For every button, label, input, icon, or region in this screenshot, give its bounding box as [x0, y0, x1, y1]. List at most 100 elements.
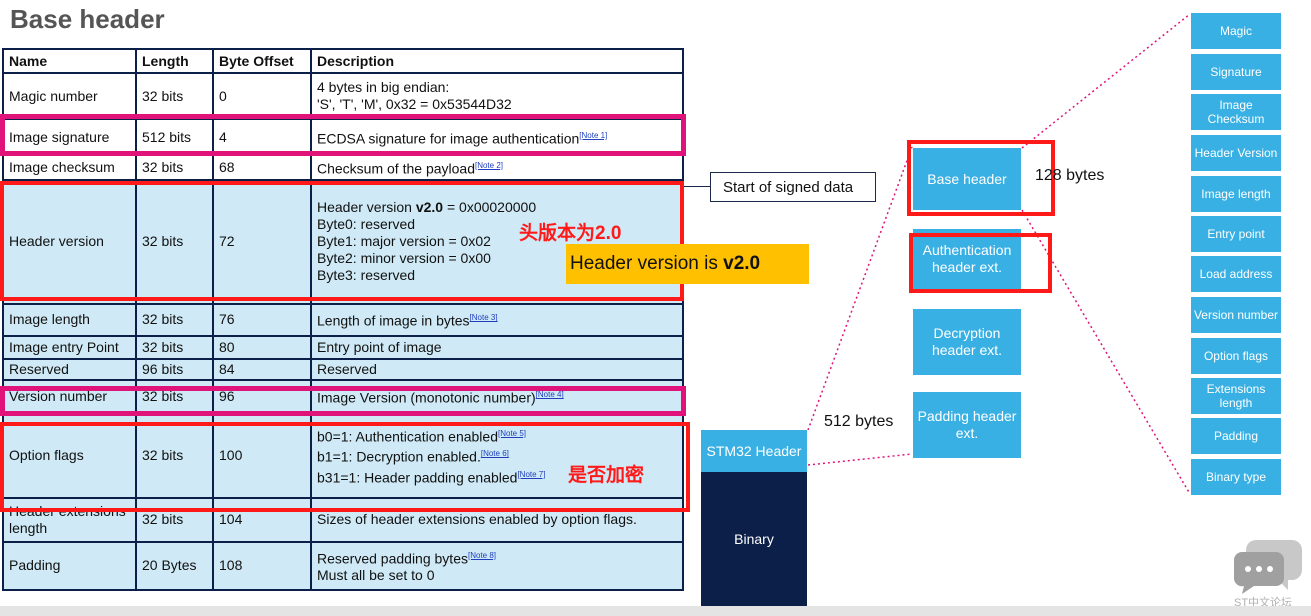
binary-block: Binary — [701, 472, 807, 606]
highlight-base-header-block — [907, 140, 1055, 216]
field-block: Version number — [1191, 297, 1281, 333]
field-block: Binary type — [1191, 459, 1281, 495]
field-block: Load address — [1191, 256, 1281, 292]
table-row: Magic number 32 bits 0 4 bytes in big en… — [2, 72, 684, 120]
field-block: Magic — [1191, 13, 1281, 49]
note-link[interactable]: [Note 7] — [517, 469, 546, 479]
desc-line: Checksum of the payload — [317, 160, 475, 177]
cell-length: 32 bits — [135, 334, 214, 360]
highlight-image-signature — [0, 114, 686, 156]
cell-name: Header version — [2, 178, 137, 305]
base-bytes-label: 128 bytes — [1035, 167, 1105, 184]
field-block: Image length — [1191, 176, 1281, 212]
desc-line: ECDSA signature for image authentication — [317, 130, 580, 147]
table-row: Header extensions length 32 bits 104 Siz… — [2, 496, 684, 543]
table-row: Reserved 96 bits 84 Reserved — [2, 357, 684, 381]
desc-line: b0=1: Authentication enabled[Note 5] — [317, 425, 677, 446]
cell-description: 4 bytes in big endian: 'S', 'T', 'M', 0x… — [310, 72, 684, 120]
cell-name: Padding — [2, 540, 137, 591]
col-header-name: Name — [2, 48, 137, 74]
decrypt-ext-block: Decryption header ext. — [913, 309, 1021, 375]
desc-line: Byte2: minor version = 0x00 — [317, 250, 491, 267]
desc-text: Reserved padding bytes — [317, 550, 468, 567]
table-row: Header version 32 bits 72 Header version… — [2, 178, 684, 305]
desc-text: b1=1: Decryption enabled. — [317, 448, 481, 465]
cell-name: Reserved — [2, 357, 137, 381]
yellow-prefix: Header version is — [570, 253, 724, 274]
cell-description: Entry point of image — [310, 334, 684, 360]
field-block: Image Checksum — [1191, 94, 1281, 130]
desc-line: 4 bytes in big endian: — [317, 79, 450, 95]
note-link[interactable]: [Note 1] — [579, 130, 608, 140]
table-row: Padding 20 Bytes 108 Reserved padding by… — [2, 540, 684, 591]
desc-line: Image Version (monotonic number) — [317, 389, 536, 406]
cell-name: Image signature — [2, 118, 137, 156]
annotation-cn-encrypt: 是否加密 — [568, 465, 645, 486]
cell-offset: 0 — [212, 72, 312, 120]
note-link[interactable]: [Note 3] — [469, 313, 498, 323]
desc-line: Header version v2.0 = 0x00020000 — [317, 199, 677, 216]
field-block: Signature — [1191, 54, 1281, 90]
cell-description: Sizes of header extensions enabled by op… — [310, 496, 684, 543]
desc-line: Must all be set to 0 — [317, 567, 435, 584]
total-bytes-label: 512 bytes — [824, 413, 894, 430]
cell-name: Image checksum — [2, 154, 137, 181]
desc-line: Byte0: reserved — [317, 216, 416, 233]
note-link[interactable]: [Note 8] — [468, 550, 497, 560]
cell-description: ECDSA signature for image authentication… — [310, 118, 684, 156]
cell-length: 20 Bytes — [135, 540, 214, 591]
note-link[interactable]: [Note 2] — [474, 161, 503, 170]
cell-offset: 84 — [212, 357, 312, 381]
desc-line: 'S', 'T', 'M', 0x32 = 0x53544D32 — [317, 96, 512, 112]
field-block: Header Version — [1191, 135, 1281, 171]
table-row: Version number 32 bits 96 Image Version … — [2, 378, 684, 415]
stm32-header-block: STM32 Header — [701, 430, 807, 472]
desc-line: Byte3: reserved — [317, 267, 416, 284]
cell-name: Image length — [2, 302, 137, 337]
desc-line: Byte1: major version = 0x02 — [317, 233, 491, 250]
base-header-table: Name Length Byte Offset Description Magi… — [2, 48, 684, 591]
cell-description: Reserved — [310, 357, 684, 381]
cell-length: 32 bits — [135, 72, 214, 120]
note-link[interactable]: [Note 5] — [498, 428, 527, 438]
cell-offset: 96 — [212, 378, 312, 415]
desc-line: b1=1: Decryption enabled.[Note 6] — [317, 445, 677, 466]
cell-offset: 76 — [212, 302, 312, 337]
table-row: Image signature 512 bits 4 ECDSA signatu… — [2, 118, 684, 156]
highlight-version-number — [0, 386, 686, 416]
cell-length: 32 bits — [135, 178, 214, 305]
cell-description: Length of image in bytes[Note 3] — [310, 302, 684, 337]
bottom-scroll-strip — [0, 606, 1311, 616]
cell-name: Magic number — [2, 72, 137, 120]
field-block: Option flags — [1191, 338, 1281, 374]
desc-text: b0=1: Authentication enabled — [317, 428, 498, 445]
desc-line: b31=1: Header padding enabled[Note 7] — [317, 466, 677, 487]
col-header-offset: Byte Offset — [212, 48, 312, 74]
cell-name: Header extensions length — [2, 496, 137, 543]
cell-offset: 72 — [212, 178, 312, 305]
cell-description: Reserved padding bytes[Note 8] Must all … — [310, 540, 684, 591]
cell-offset: 4 — [212, 118, 312, 156]
cell-description: b0=1: Authentication enabled[Note 5] b1=… — [310, 412, 684, 499]
desc-line: Length of image in bytes — [317, 312, 470, 329]
table-row: Image entry Point 32 bits 80 Entry point… — [2, 334, 684, 360]
cell-offset: 108 — [212, 540, 312, 591]
highlight-auth-ext-block — [909, 233, 1052, 293]
yellow-bold: v2.0 — [723, 253, 761, 274]
table-row: Option flags 32 bits 100 b0=1: Authentic… — [2, 412, 684, 499]
note-link[interactable]: [Note 6] — [480, 449, 509, 459]
col-header-description: Description — [310, 48, 684, 74]
desc-text: b31=1: Header padding enabled — [317, 469, 518, 486]
callout-signed-data: Start of signed data — [710, 172, 876, 202]
highlight-option-flags — [0, 422, 690, 512]
chat-bubble-icon — [1233, 540, 1302, 594]
cell-length: 32 bits — [135, 412, 214, 499]
yellow-callout: Header version is v2.0 — [566, 244, 809, 284]
desc-line: Reserved padding bytes[Note 8] — [317, 547, 677, 568]
cell-offset: 104 — [212, 496, 312, 543]
note-link[interactable]: [Note 4] — [535, 390, 564, 400]
col-header-length: Length — [135, 48, 214, 74]
table-row: Image checksum 32 bits 68 Checksum of th… — [2, 154, 684, 181]
highlight-header-version — [0, 181, 684, 301]
